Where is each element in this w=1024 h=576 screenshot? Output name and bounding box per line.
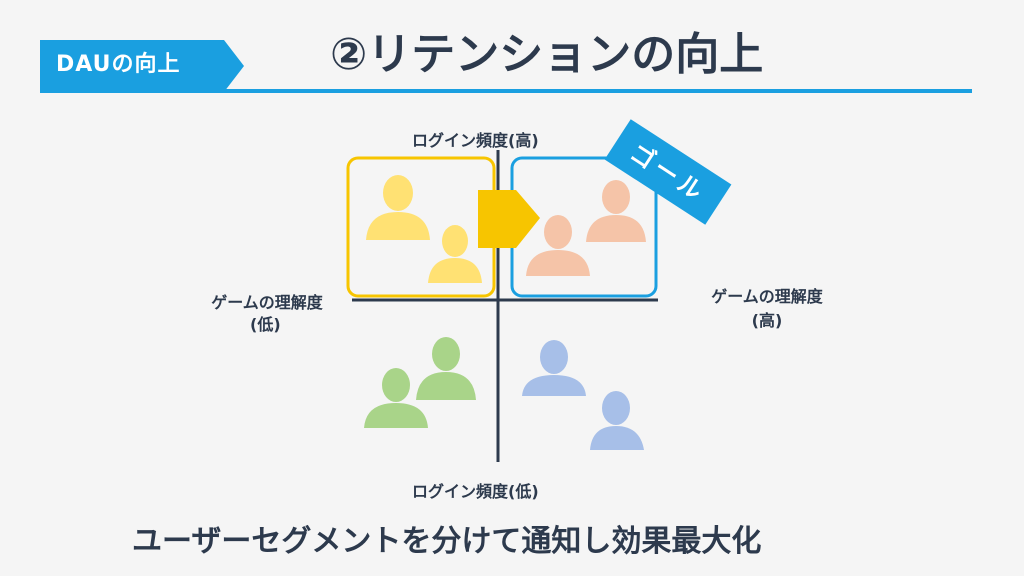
axis-label-left-line2: (低): [250, 315, 281, 334]
axis-label-right: ゲームの理解度 (高): [692, 285, 842, 333]
person-icon: [522, 340, 586, 396]
section-tag: [40, 40, 244, 92]
axis-label-top: ログイン頻度(高): [412, 131, 539, 150]
axis-label-bottom: ログイン頻度(低): [412, 482, 539, 501]
axis-label-left-line1: ゲームの理解度: [211, 293, 323, 312]
section-tag-label: DAUの向上: [56, 52, 181, 77]
axis-label-right-line1: ゲームの理解度: [711, 287, 823, 306]
title-underline: [40, 89, 972, 93]
slide-title: ②リテンションの向上: [330, 29, 764, 80]
person-icon: [526, 215, 590, 276]
axis-label-right-line2: (高): [751, 311, 783, 330]
person-icon: [366, 175, 430, 240]
goal-banner: [604, 119, 732, 225]
bottom-caption: ユーザーセグメントを分けて通知し効果最大化: [132, 524, 762, 559]
transition-arrow-icon: [478, 190, 540, 248]
axis-label-left: ゲームの理解度 (低): [196, 292, 338, 336]
person-icon: [364, 368, 428, 428]
person-icon: [428, 225, 482, 283]
person-icon: [416, 337, 476, 400]
person-icon: [590, 391, 644, 450]
person-icon: [586, 180, 646, 242]
